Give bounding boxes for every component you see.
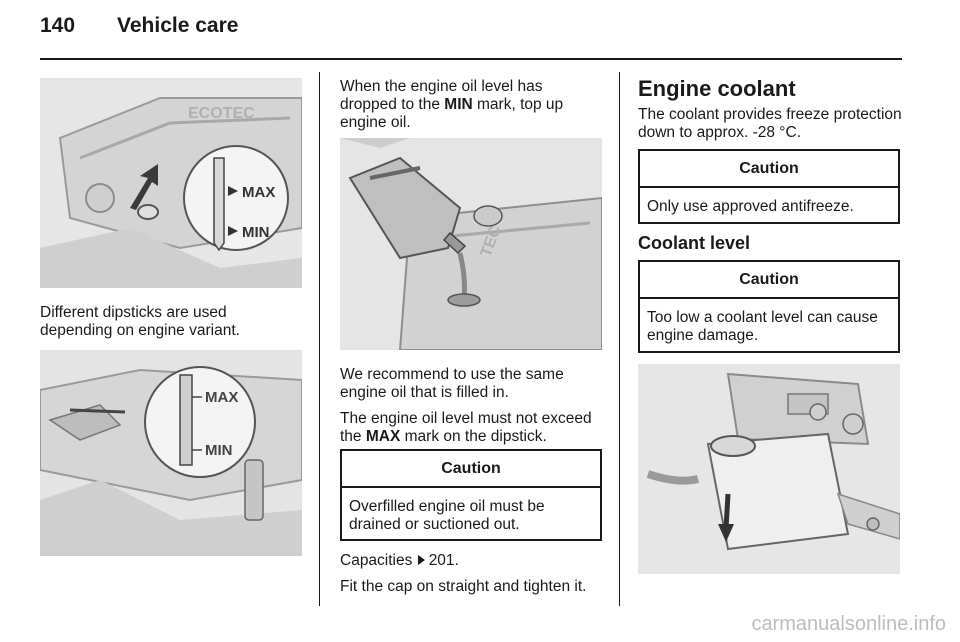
dipstick-caption: Different dipsticks are used depending o… [40, 304, 240, 339]
max-label: MAX [242, 184, 275, 201]
header-rule [40, 58, 902, 60]
min-label: MIN [242, 224, 270, 241]
caution-title-3: Caution [640, 262, 898, 299]
column-divider-1 [319, 72, 320, 606]
dipstick-figure-2: MAX MIN [40, 350, 302, 556]
coolant-intro: The coolant provides freeze protection d… [638, 106, 902, 141]
oil-topup-paragraph: When the engine oil level has dropped to… [340, 78, 564, 131]
oil-recommend-text: We recommend to use the same engine oil … [340, 366, 592, 445]
section-title: Vehicle care [117, 14, 239, 37]
dipstick-figure-1: ECOTEC MAX MIN [40, 78, 302, 288]
caution-title-2: Caution [640, 151, 898, 188]
coolant-level-heading: Coolant level [638, 233, 751, 253]
caution-box-oil: Caution Overfilled engine oil must be dr… [340, 449, 602, 541]
page-number: 140 [40, 14, 76, 37]
caution-title: Caution [342, 451, 600, 488]
watermark-text: carmanualsonline.info [751, 613, 946, 635]
min-label-2: MIN [205, 442, 233, 459]
max-label-2: MAX [205, 389, 238, 406]
caution-box-coolant-level: Caution Too low a coolant level can caus… [638, 260, 900, 353]
coolant-reservoir-illustration [638, 364, 900, 574]
column-divider-2 [619, 72, 620, 606]
caution-body-2: Only use approved antifreeze. [647, 198, 854, 215]
min-mark-bold: MIN [444, 96, 473, 113]
coolant-reservoir-figure [638, 364, 900, 574]
dipstick-illustration-1: ECOTEC MAX MIN [40, 78, 302, 288]
max-mark-bold: MAX [365, 428, 401, 445]
oil-fill-illustration: TEC [340, 138, 602, 350]
caution-box-antifreeze: Caution Only use approved antifreeze. [638, 149, 900, 224]
fit-cap-text: Fit the cap on straight and tighten it. [340, 578, 587, 595]
capacities-page-link[interactable]: 201 [428, 552, 455, 569]
page-ref-icon [417, 555, 425, 565]
caution-body-3: Too low a coolant level can cause engine… [647, 309, 878, 344]
capacities-text: Capacities 201. Fit the cap on straight … [340, 552, 602, 604]
caution-body: Overfilled engine oil must be drained or… [349, 498, 545, 533]
dipstick-illustration-2: MAX MIN [40, 350, 302, 556]
engine-brand-text: ECOTEC [188, 105, 255, 122]
oil-fill-figure: TEC [340, 138, 602, 350]
engine-coolant-heading: Engine coolant [638, 76, 796, 101]
